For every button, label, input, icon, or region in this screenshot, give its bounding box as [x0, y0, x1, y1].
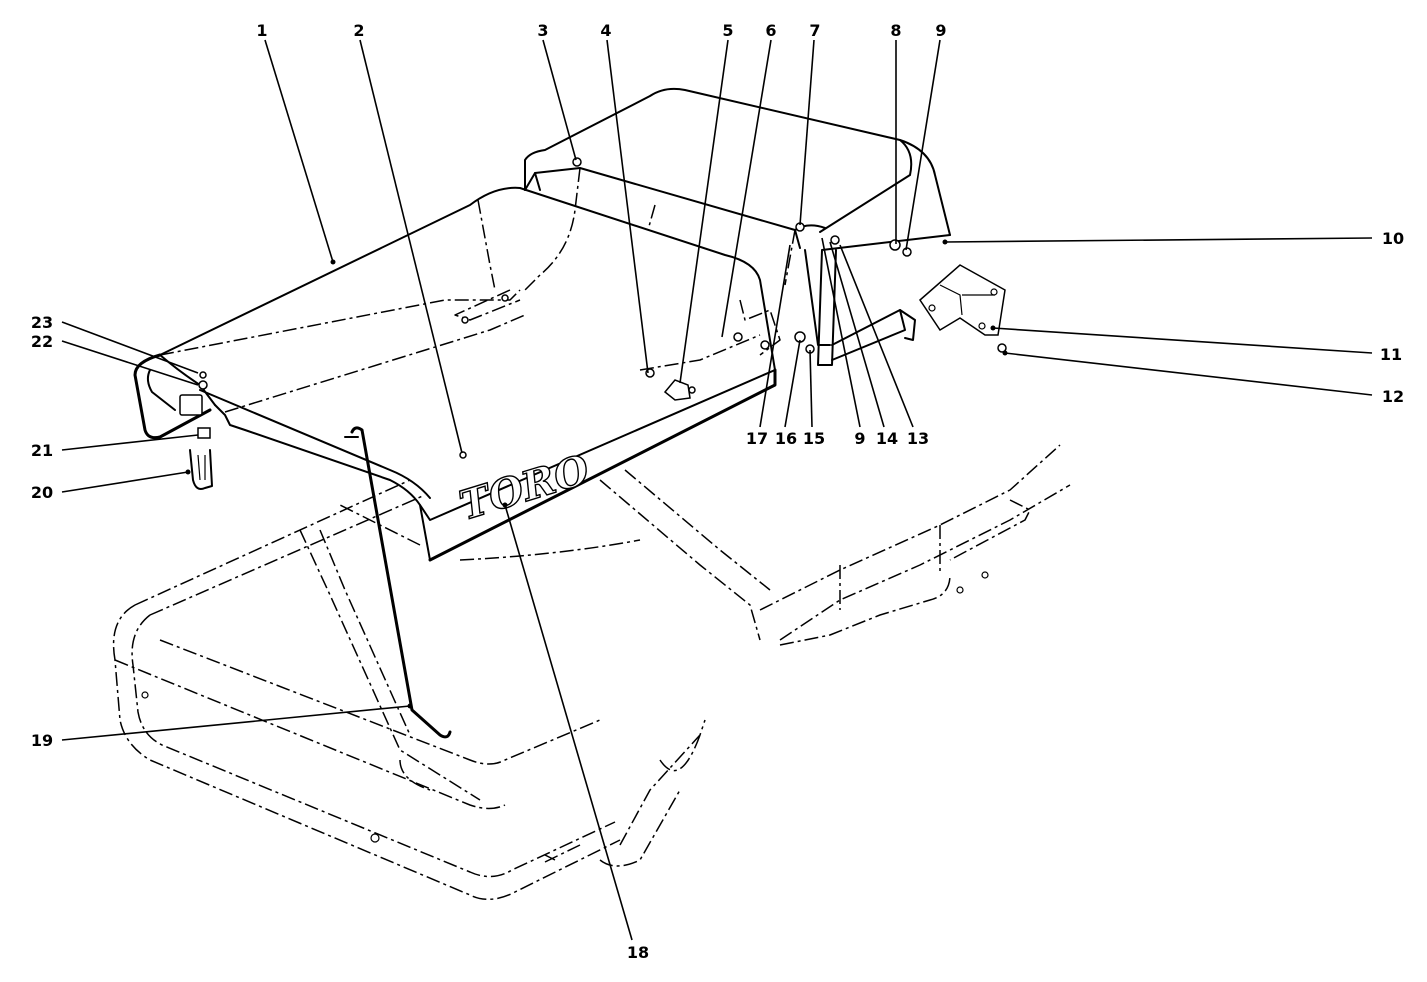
toro-logo: TORO — [454, 446, 595, 530]
callout-1: 1 — [256, 21, 267, 40]
nut-21 — [197, 427, 211, 439]
callout-19: 19 — [31, 731, 53, 750]
support-rod — [344, 426, 452, 739]
hardware-fasteners — [198, 157, 1007, 459]
mounting-bracket — [919, 264, 1006, 336]
callout-23: 23 — [31, 313, 53, 332]
callout-2: 2 — [353, 21, 364, 40]
callout-11: 11 — [1380, 345, 1402, 364]
callout-8: 8 — [890, 21, 901, 40]
u-bolt — [189, 449, 213, 490]
callout-9-top: 9 — [935, 21, 946, 40]
callout-18: 18 — [627, 943, 649, 962]
callout-17: 17 — [746, 429, 768, 448]
leader-endpoints — [185, 239, 1008, 709]
callout-5: 5 — [722, 21, 733, 40]
callout-13: 13 — [907, 429, 929, 448]
callout-21: 21 — [31, 441, 53, 460]
callout-12: 12 — [1382, 387, 1404, 406]
rear-grass-catcher-hood — [524, 87, 951, 366]
callout-7: 7 — [809, 21, 820, 40]
tractor-frame — [112, 444, 1071, 901]
callout-3: 3 — [537, 21, 548, 40]
callout-20: 20 — [31, 483, 53, 502]
hinge-bracket-left — [179, 394, 203, 416]
callout-4: 4 — [600, 21, 611, 40]
callout-15: 15 — [803, 429, 825, 448]
leader-lines — [61, 39, 1373, 941]
callout-16: 16 — [775, 429, 797, 448]
callout-22: 22 — [31, 332, 53, 351]
front-grass-catcher-hood — [133, 186, 781, 562]
callout-14: 14 — [876, 429, 898, 448]
callout-9-bottom: 9 — [854, 429, 865, 448]
callout-10: 10 — [1382, 229, 1404, 248]
callout-labels: 1 2 3 4 5 6 7 8 9 10 11 12 13 14 9 15 16… — [31, 21, 1404, 962]
callout-6: 6 — [765, 21, 776, 40]
